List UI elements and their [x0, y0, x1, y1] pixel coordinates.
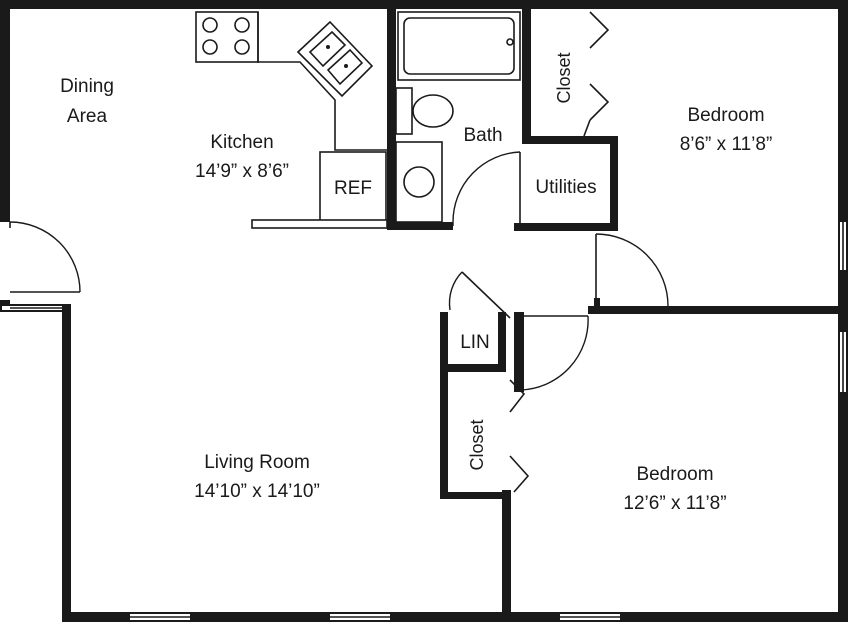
dining-label-line-1: Dining: [60, 76, 114, 97]
linen-door: [461, 271, 511, 319]
closet-2-door-lower: [509, 455, 530, 493]
wall-bedroom-1-door-jamb: [594, 298, 600, 312]
living-room-label: Living Room: [204, 452, 310, 473]
bath-fixtures: [395, 11, 521, 226]
windows: [2, 222, 846, 620]
wall-left-upper: [0, 0, 10, 222]
bedroom-1-size: 8’6” x 11’8”: [680, 134, 773, 155]
wall-left-lower: [62, 304, 71, 622]
closet-1-door-lower: [589, 83, 610, 121]
wall-bath-left: [387, 0, 396, 230]
linen-door-swing: [448, 271, 463, 311]
bar-counter: [251, 219, 388, 229]
linen-closet-label: LIN: [460, 332, 490, 353]
bedroom-1-door-swing: [595, 233, 669, 307]
closet-1-doors: Closet: [554, 11, 610, 137]
wall-bedroom-2-left: [502, 490, 511, 622]
bedroom-1-label: Bedroom: [687, 105, 764, 126]
kitchen-label: Kitchen: [210, 132, 273, 153]
toilet-bowl-icon: [412, 94, 454, 128]
wall-closet-left: [522, 0, 531, 140]
interior-walls: [387, 0, 848, 622]
closet-2-door-upper: [509, 379, 526, 413]
bath-label: Bath: [463, 125, 502, 146]
bedroom-2-size: 12’6” x 11’8”: [623, 493, 726, 514]
kitchen-fixtures: REF: [195, 11, 388, 229]
wall-linen-right: [498, 312, 506, 372]
wall-utilities-bottom: [514, 223, 618, 231]
bathtub-icon: [397, 11, 521, 81]
wall-bath-bottom: [387, 222, 453, 230]
bedroom-2-label: Bedroom: [636, 464, 713, 485]
kitchen-size: 14’9” x 8’6”: [195, 161, 289, 182]
closet-1-door-upper: [589, 11, 610, 49]
sink-icon: [296, 20, 374, 98]
wall-closet-2-bottom: [440, 492, 510, 499]
wall-utilities-right: [610, 136, 618, 231]
wall-linen-bottom: [440, 364, 504, 372]
washer-icon: [395, 141, 443, 223]
dining-label-line-2: Area: [67, 106, 108, 127]
closet-2-label: Closet: [467, 419, 487, 470]
bedroom-2-door-swing: [519, 315, 589, 391]
refrigerator-icon: [319, 151, 387, 223]
living-room-size: 14’10” x 14’10”: [194, 481, 320, 502]
bath-door-swing: [452, 151, 521, 223]
utilities-label: Utilities: [535, 177, 596, 198]
utilities-closet: Utilities: [535, 177, 596, 198]
wall-closet-bottom: [522, 136, 618, 144]
wall-bedroom-1-bottom: [588, 306, 848, 314]
wall-bottom: [62, 612, 848, 622]
refrigerator-label: REF: [334, 178, 372, 199]
entry-door-swing: [9, 221, 81, 293]
doors: [9, 221, 669, 493]
toilet-tank-icon: [395, 87, 413, 135]
wall-top: [0, 0, 848, 9]
closet-1-label: Closet: [554, 52, 574, 103]
wall-closet-2-right: [514, 312, 524, 392]
room-labels: Dining Area Kitchen 14’9” x 8’6” Bath Be…: [60, 76, 772, 514]
wall-linen-left: [440, 312, 448, 498]
wall-left-stub: [0, 300, 10, 306]
kitchen-counter: [257, 12, 387, 151]
